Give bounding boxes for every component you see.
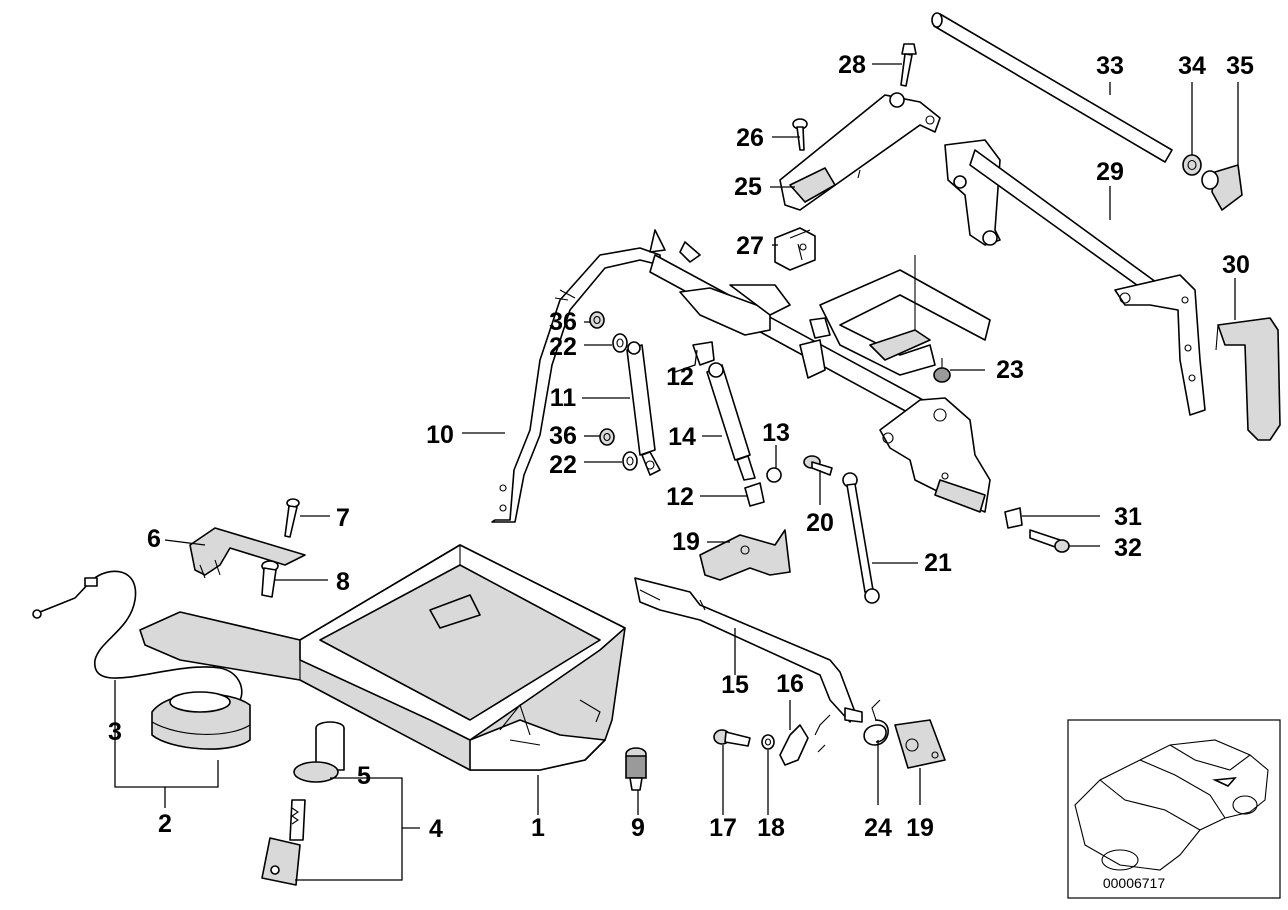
callout-25: 25 xyxy=(734,173,762,201)
callout-19-lower: 19 xyxy=(906,814,934,842)
callout-19-upper: 19 xyxy=(672,528,700,556)
upper-bracket-25 xyxy=(779,92,941,211)
hinge-axle-29 xyxy=(944,139,1206,416)
callout-28: 28 xyxy=(838,51,866,79)
knob-35 xyxy=(1201,164,1243,211)
clip-12-lower xyxy=(744,482,765,507)
washer-13 xyxy=(766,467,782,483)
callout-labels: 1 2 3 4 5 6 7 8 9 10 11 12 12 13 14 15 1… xyxy=(108,51,1254,843)
callout-3: 3 xyxy=(108,718,122,746)
rod-33 xyxy=(931,12,1173,163)
latch-bracket xyxy=(189,527,306,579)
bracket-19-upper xyxy=(699,529,791,581)
bolt-32 xyxy=(1029,529,1070,553)
callout-11: 11 xyxy=(550,384,577,412)
callout-21: 21 xyxy=(924,549,952,577)
callout-35: 35 xyxy=(1226,52,1254,80)
callout-20: 20 xyxy=(806,509,834,537)
spring-24 xyxy=(863,699,889,746)
callout-27: 27 xyxy=(736,232,764,260)
lock-cylinder xyxy=(293,721,345,783)
callout-14: 14 xyxy=(668,423,696,451)
callout-32: 32 xyxy=(1114,534,1142,562)
screw-28 xyxy=(900,43,917,87)
car-thumbnail xyxy=(1067,719,1281,899)
gas-strut-14 xyxy=(706,362,756,481)
callout-12-upper: 12 xyxy=(666,363,694,391)
callout-29: 29 xyxy=(1096,158,1124,186)
nut-36-upper xyxy=(589,311,605,329)
diagram-reference-number: 00006717 xyxy=(1103,875,1166,891)
release-cable xyxy=(32,570,243,701)
callout-6: 6 xyxy=(147,525,161,553)
clip-nut-27 xyxy=(774,227,816,271)
washer-18 xyxy=(761,734,775,750)
callout-24: 24 xyxy=(864,814,892,842)
bolt-20 xyxy=(803,455,833,476)
pin-8 xyxy=(261,560,279,598)
glove-box-tray xyxy=(139,544,626,771)
callout-16: 16 xyxy=(776,670,804,698)
nut-34 xyxy=(1182,154,1202,176)
washer-22-lower xyxy=(622,451,638,471)
washer-22-upper xyxy=(612,333,628,353)
callout-22-upper: 22 xyxy=(549,333,577,361)
gas-strut-11 xyxy=(626,341,661,476)
latch-16 xyxy=(779,714,831,766)
callout-30: 30 xyxy=(1222,251,1250,279)
lever-rail-15 xyxy=(634,577,863,723)
callout-34: 34 xyxy=(1178,52,1206,80)
callout-23: 23 xyxy=(996,356,1024,384)
key xyxy=(261,799,306,886)
clip-12-upper xyxy=(692,341,715,366)
handle-2 xyxy=(151,691,251,750)
screw-7 xyxy=(284,498,300,538)
screw-26 xyxy=(792,118,808,151)
callout-10: 10 xyxy=(426,421,454,449)
callout-5: 5 xyxy=(357,762,371,790)
plate-19-lower xyxy=(894,719,946,769)
callout-36-upper: 36 xyxy=(549,308,577,336)
callout-33: 33 xyxy=(1096,52,1124,80)
leader-lines xyxy=(114,63,1239,881)
callout-2: 2 xyxy=(158,810,172,838)
callout-36-lower: 36 xyxy=(549,422,577,450)
callout-1: 1 xyxy=(531,814,545,842)
callout-9: 9 xyxy=(631,814,645,842)
callout-22-lower: 22 xyxy=(549,451,577,479)
callout-31: 31 xyxy=(1114,503,1142,531)
clip-31 xyxy=(1004,507,1023,529)
callout-8: 8 xyxy=(336,568,350,596)
bolt-17 xyxy=(713,729,751,747)
callout-26: 26 xyxy=(736,124,764,152)
cross-tube xyxy=(649,229,991,513)
link-rod-21 xyxy=(842,472,880,604)
callout-15: 15 xyxy=(721,671,749,699)
cover-30 xyxy=(1215,317,1281,441)
callout-18: 18 xyxy=(757,814,785,842)
callout-12-lower: 12 xyxy=(666,483,694,511)
bump-stop-23 xyxy=(933,358,951,383)
callout-17: 17 xyxy=(709,814,737,842)
nut-36-lower xyxy=(599,428,615,446)
callout-7: 7 xyxy=(336,504,350,532)
callout-13: 13 xyxy=(762,419,790,447)
callout-4: 4 xyxy=(429,815,443,843)
rubber-plug xyxy=(625,747,647,791)
